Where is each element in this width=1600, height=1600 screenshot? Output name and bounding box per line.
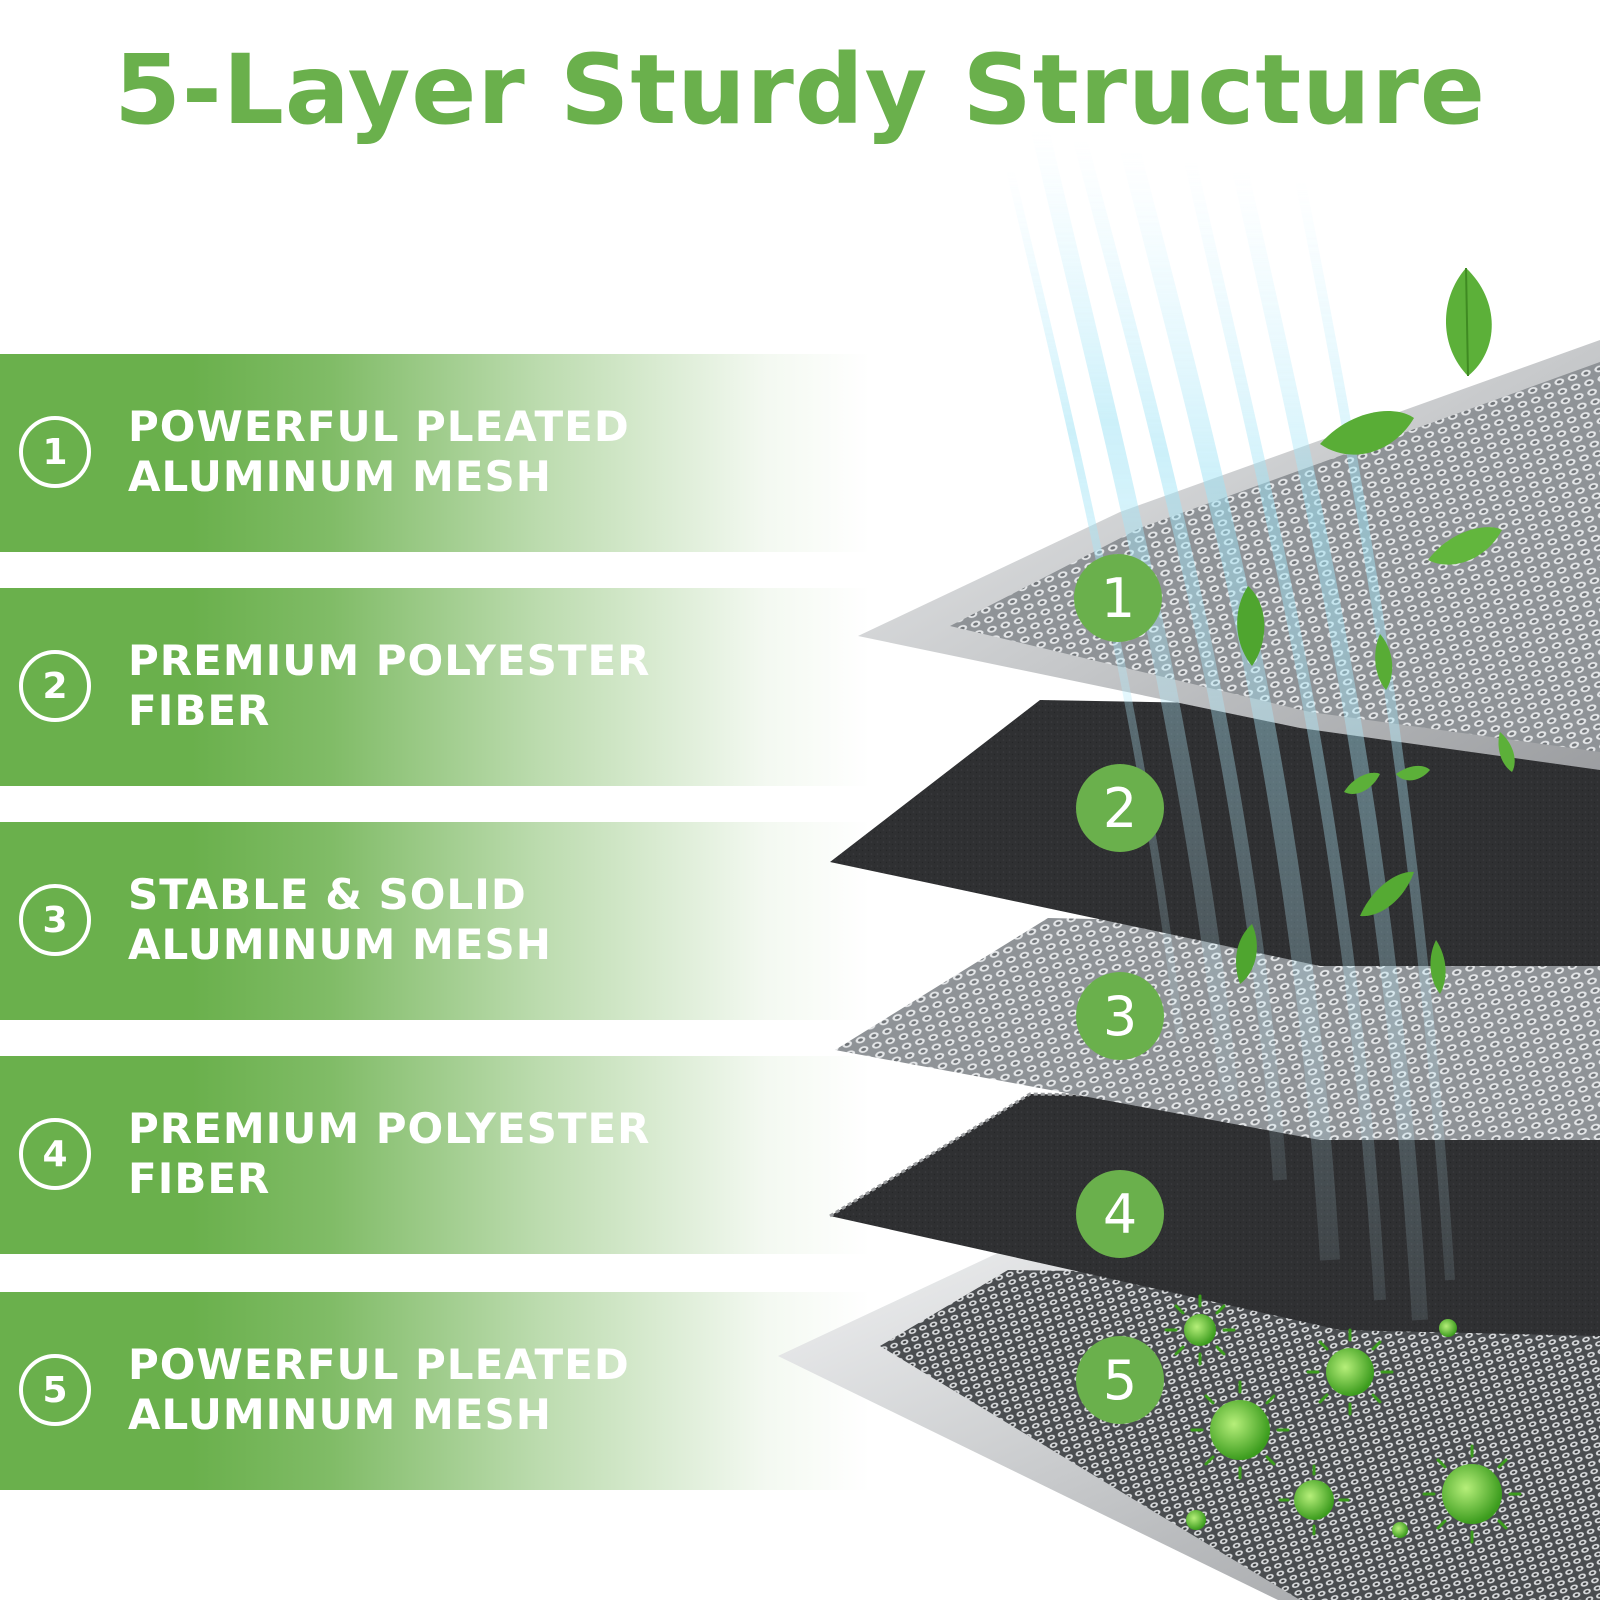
layer-marker-label: 2 — [1103, 777, 1137, 840]
layer-description-line1: STABLE & SOLID — [128, 870, 527, 919]
leaf-icon — [1360, 871, 1414, 917]
germ-icon — [1422, 1444, 1522, 1544]
filter-layer-2 — [830, 700, 1600, 966]
layer-marker-label: 4 — [1103, 1183, 1137, 1246]
germ-icon — [1278, 1464, 1350, 1536]
layer-description-line2: ALUMINUM MESH — [128, 1390, 552, 1439]
layer-description: PREMIUM POLYESTER FIBER — [128, 1104, 848, 1204]
layer-marker-1: 1 — [1074, 554, 1162, 642]
leaf-icon — [1320, 410, 1414, 455]
layer-band-2: 2 PREMIUM POLYESTER FIBER — [0, 588, 870, 786]
layer-marker-2: 2 — [1076, 764, 1164, 852]
layer-description: POWERFUL PLEATED ALUMINUM MESH — [128, 1340, 848, 1440]
layer-marker-label: 5 — [1103, 1349, 1137, 1412]
layer-marker-4: 4 — [1076, 1170, 1164, 1258]
leaf-icon — [1344, 772, 1380, 794]
layer-description-line2: ALUMINUM MESH — [128, 920, 552, 969]
layer-band-1: 1 POWERFUL PLEATED ALUMINUM MESH — [0, 354, 870, 552]
layer-number-badge: 3 — [19, 884, 91, 956]
germ-icon — [1439, 1319, 1457, 1337]
layer-description: STABLE & SOLID ALUMINUM MESH — [128, 870, 848, 970]
leaf-icon — [1498, 732, 1515, 772]
germ-icon — [1392, 1522, 1408, 1538]
leaf-icon — [1445, 267, 1492, 377]
layer-band-5: 5 POWERFUL PLEATED ALUMINUM MESH — [0, 1292, 870, 1490]
page-title: 5-Layer Sturdy Structure — [114, 34, 1486, 146]
layer-marker-label: 1 — [1101, 567, 1135, 630]
layer-description-line1: POWERFUL PLEATED — [128, 402, 630, 451]
layer-number-badge: 5 — [19, 1354, 91, 1426]
layer-marker-5: 5 — [1076, 1336, 1164, 1424]
leaf-icon — [1236, 924, 1257, 984]
layer-band-3: 3 STABLE & SOLID ALUMINUM MESH — [0, 822, 870, 1020]
germ-icon — [1306, 1328, 1394, 1416]
leaf-icon — [1375, 634, 1393, 690]
layer-marker-3: 3 — [1076, 972, 1164, 1060]
leaf-icon — [1396, 765, 1430, 781]
layer-number-badge: 1 — [19, 416, 91, 488]
layer-description-line1: PREMIUM POLYESTER — [128, 1104, 651, 1153]
layer-number-badge: 4 — [19, 1118, 91, 1190]
layer-description-line2: FIBER — [128, 1154, 271, 1203]
leaf-icon — [1430, 940, 1446, 994]
germ-icon — [1186, 1510, 1206, 1530]
layer-description-line2: ALUMINUM MESH — [128, 452, 552, 501]
leaf-icon — [1428, 527, 1502, 565]
layer-number-badge: 2 — [19, 650, 91, 722]
leaf-icon — [1237, 586, 1265, 666]
layer-description: PREMIUM POLYESTER FIBER — [128, 636, 848, 736]
germ-icon — [1190, 1380, 1290, 1480]
layer-description-line2: FIBER — [128, 686, 271, 735]
layer-description-line1: PREMIUM POLYESTER — [128, 636, 651, 685]
layer-marker-label: 3 — [1103, 985, 1137, 1048]
layer-band-4: 4 PREMIUM POLYESTER FIBER — [0, 1056, 870, 1254]
layer-description-line1: POWERFUL PLEATED — [128, 1340, 630, 1389]
layer-description: POWERFUL PLEATED ALUMINUM MESH — [128, 402, 848, 502]
germ-icon — [1164, 1294, 1236, 1366]
